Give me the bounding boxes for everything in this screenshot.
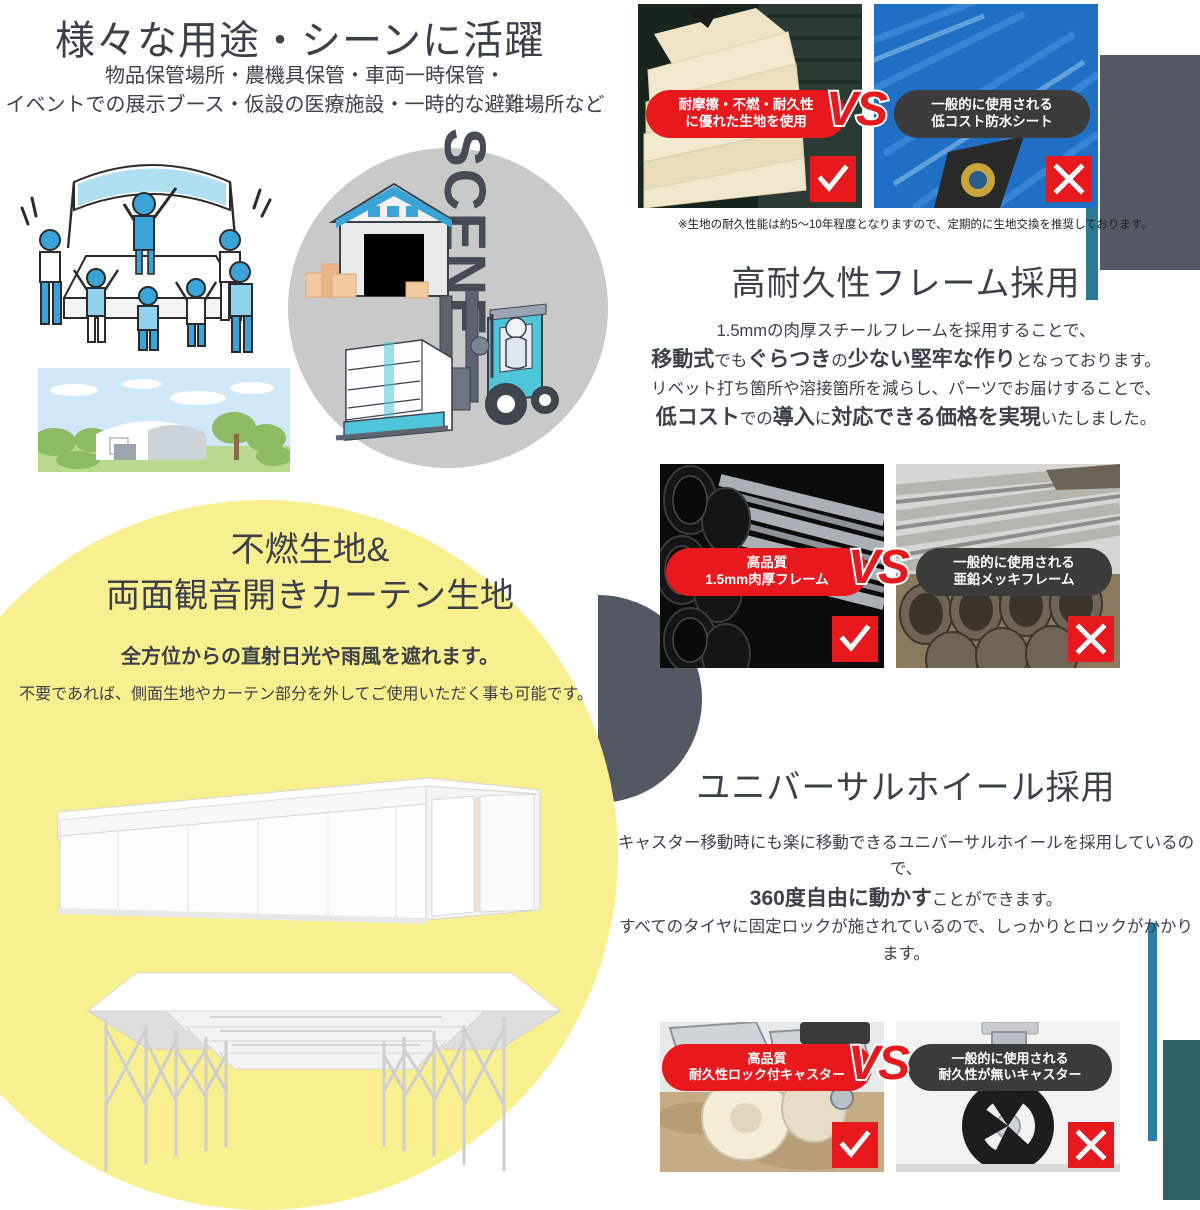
forklift-icon — [335, 289, 559, 441]
wheel-l2-bold: 360度自由に動かす — [749, 886, 932, 910]
fabric-bad-label: 一般的に使用される 低コスト防水シート — [894, 90, 1090, 138]
good-check-mark — [810, 156, 856, 202]
caster-good-card: 高品質 耐久性ロック付キャスター — [660, 1022, 884, 1172]
caster-good-label-line-2: 耐久性ロック付キャスター — [688, 1067, 845, 1083]
white-wheel-icon — [701, 1073, 847, 1161]
fabric-body-bold: 全方位からの直射日光や雨風を遮れます。 — [121, 646, 499, 668]
child-center-icon — [137, 286, 159, 351]
decor-teal-bar-top-right — [1086, 205, 1098, 300]
scene-subtitle-line-2: イベントでの展示ブース・仮設の医療施設・一時的な避難場所など — [5, 94, 605, 116]
caster-good-label: 高品質 耐久性ロック付キャスター — [662, 1044, 872, 1091]
fabric-good-label: 耐摩擦・不燃・耐久性 に優れた生地を使用 — [646, 90, 846, 138]
frame-good-label-line-2: 1.5mm肉厚フレーム — [705, 571, 829, 587]
clouds-icon — [50, 379, 274, 405]
frame-bad-cross-mark — [1068, 616, 1114, 662]
warehouse-icon — [328, 182, 460, 297]
wheel-comparison-block: 高品質 耐久性ロック付キャスター — [660, 1022, 1120, 1172]
page-title: 様々な用途・シーンに活躍 — [55, 19, 545, 63]
fabric-durability-note: ※生地の耐久性能は約5〜10年程度となりますので、定期的に生地交換を推奨しており… — [678, 219, 1153, 231]
frame-vs-badge: VS — [846, 541, 912, 594]
bad-cross-mark — [1046, 156, 1092, 202]
frame-comparison-block: 高品質 1.5mm肉厚フレーム — [660, 464, 1120, 668]
frame-good-label: 高品質 1.5mm肉厚フレーム — [666, 548, 868, 596]
frame-bad-card: 一般的に使用される 亜鉛メッキフレーム — [896, 464, 1120, 668]
child-right-icon — [174, 278, 218, 347]
caster-bad-cross-mark — [1068, 1122, 1114, 1168]
frame-l4-r3: いたしました。 — [1040, 410, 1157, 429]
wheel-section-body: キャスター移動時にも楽に移動できるユニバーサルホイールを採用しているので、 36… — [612, 830, 1200, 967]
decor-gray-chip-middle-left — [600, 617, 640, 687]
caster-bad-label: 一般的に使用される 耐久性が無いキャスター — [908, 1044, 1112, 1091]
wheel-section-heading: ユニバーサルホイール採用 — [696, 769, 1116, 807]
person-left-2-icon — [72, 268, 120, 343]
fabric-heading-line-1: 不燃生地& — [230, 531, 390, 569]
person-right-2-icon — [229, 261, 253, 353]
scene-subtitle: 物品保管場所・農機具保管・車両一時保管・ イベントでの展示ブース・仮設の医療施設… — [0, 62, 610, 120]
left-column: 様々な用途・シーンに活躍 物品保管場所・農機具保管・車両一時保管・ イベントでの… — [0, 19, 618, 1210]
fabric-section-heading: 不燃生地& 両面観音開きカーテン生地 — [10, 528, 610, 620]
frame-l4-b1: 低コスト — [655, 406, 740, 430]
caster-bad-label-line-2: 耐久性が無いキャスター — [938, 1067, 1082, 1083]
frame-l2-b3: 少ない堅牢な作り — [847, 348, 1016, 372]
frame-l2-r2: の — [831, 352, 848, 371]
fabric-vs-badge: VS — [824, 83, 890, 136]
frame-bad-label-line-2: 亜鉛メッキフレーム — [953, 571, 1075, 587]
person-on-stage-icon — [122, 187, 178, 275]
wheel-l2-reg: ことができます。 — [931, 890, 1063, 909]
fabric-bad-label-line-1: 一般的に使用される — [931, 97, 1053, 112]
fabric-comparison-block: 耐摩擦・不燃・耐久性 に優れた生地を使用 — [638, 4, 1153, 231]
fabric-good-label-line-1: 耐摩擦・不燃・耐久性 — [678, 97, 814, 112]
caster-bad-card: 一般的に使用される 耐久性が無いキャスター — [896, 1022, 1120, 1172]
cardboard-boxes-icon — [305, 263, 429, 299]
frame-l2-r1: でも — [714, 352, 748, 371]
frame-l2-r3: となっております。 — [1015, 352, 1161, 371]
wheel-body-line-1: キャスター移動時にも楽に移動できるユニバーサルホイールを採用しているので、 — [617, 834, 1195, 879]
event-stage-illustration — [20, 164, 272, 353]
frame-bad-label: 一般的に使用される 亜鉛メッキフレーム — [916, 548, 1112, 596]
frame-bad-label-line-1: 一般的に使用される — [953, 555, 1075, 570]
frame-l4-r1: での — [739, 410, 773, 429]
outdoor-tent-photo — [38, 368, 290, 472]
frame-good-label-line-1: 高品質 — [746, 555, 788, 570]
fabric-bad-label-line-2: 低コスト防水シート — [931, 113, 1053, 129]
decor-teal-block-bottom-right — [1163, 1040, 1200, 1200]
frame-section-heading: 高耐久性フレーム採用 — [731, 265, 1081, 303]
frame-body-line-3: リベット打ち箇所や溶接箇所を減らし、パーツでお届けすることで、 — [650, 379, 1161, 398]
frame-l2-b2: ぐらつき — [747, 348, 832, 372]
frame-l4-r2: に — [814, 410, 832, 429]
fabric-heading-line-2: 両面観音開きカーテン生地 — [106, 576, 514, 615]
caster-good-label-line-1: 高品質 — [747, 1051, 787, 1066]
scene-subtitle-line-1: 物品保管場所・農機具保管・車両一時保管・ — [105, 65, 505, 87]
caster-bad-label-line-1: 一般的に使用される — [951, 1051, 1069, 1066]
fabric-good-card: 耐摩擦・不燃・耐久性 に優れた生地を使用 — [638, 4, 862, 208]
scissor-frame-legs — [104, 1017, 506, 1171]
tent-shape-icon — [96, 421, 206, 460]
caster-vs-badge: VS — [846, 1037, 912, 1090]
frame-l4-b2: 導入 — [772, 406, 815, 430]
frame-good-card: 高品質 1.5mm肉厚フレーム — [660, 464, 884, 668]
tent-frame-photo — [86, 972, 562, 1171]
pallet-stack-icon — [335, 339, 453, 441]
frame-l2-b1: 移動式 — [651, 348, 715, 372]
wheel-body-line-3: すべてのタイヤに固定ロックが施されているので、しっかりとロックがかかります。 — [618, 918, 1194, 963]
caster-good-check-mark — [832, 1122, 878, 1168]
decor-blue-bar-bottom-right — [1148, 923, 1157, 1141]
person-left-icon — [39, 229, 62, 325]
black-wheel-icon — [962, 1080, 1054, 1172]
excitement-marks-icon — [20, 188, 272, 226]
wheel-body-line-2: 360度自由に動かすことができます。 — [612, 883, 1200, 915]
fabric-bad-card: 一般的に使用される 低コスト防水シート — [874, 4, 1098, 208]
frame-section-body: 1.5mmの肉厚スチールフレームを採用することで、 移動式でもぐらつきの少ない堅… — [612, 318, 1200, 434]
frame-l4-b3: 対応できる価格を実現 — [831, 406, 1041, 430]
frame-good-check-mark — [832, 616, 878, 662]
warehouse-forklift-illustration — [305, 182, 559, 441]
fabric-body-thin: 不要であれば、側面生地やカーテン部分を外してご使用いただく事も可能です。 — [19, 686, 593, 703]
frame-body-line-2: 移動式でもぐらつきの少ない堅牢な作りとなっております。 — [612, 344, 1200, 376]
right-column: 耐摩擦・不燃・耐久性 に優れた生地を使用 — [612, 0, 1200, 1200]
frame-body-line-4: 低コストでの導入に対応できる価格を実現いたしました。 — [612, 402, 1200, 434]
frame-body-line-1: 1.5mmの肉厚スチールフレームを採用することで、 — [716, 322, 1096, 340]
decor-gray-rectangle-top-right — [1100, 55, 1200, 270]
fabric-good-label-line-2: に優れた生地を使用 — [685, 113, 807, 129]
tent-with-curtain-photo — [57, 777, 541, 924]
